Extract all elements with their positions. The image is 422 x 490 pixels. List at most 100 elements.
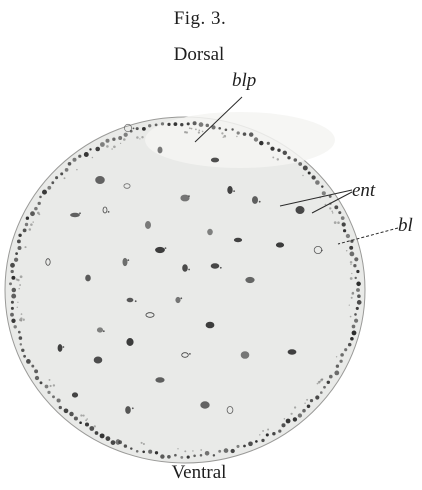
rim-granule — [277, 158, 279, 160]
label-ent: ent — [352, 180, 375, 202]
rim-cell — [348, 343, 352, 347]
rim-cell — [286, 419, 291, 424]
rim-cell — [74, 416, 78, 420]
rim-cell — [311, 175, 315, 179]
internal-cell — [116, 440, 120, 445]
rim-cell — [353, 264, 356, 267]
rim-cell — [187, 122, 190, 125]
rim-granule — [21, 313, 23, 315]
rim-granule — [18, 288, 19, 289]
rim-cell — [213, 454, 215, 456]
rim-cell — [84, 152, 89, 157]
rim-granule — [113, 145, 116, 148]
rim-cell — [130, 447, 132, 449]
rim-granule — [351, 297, 353, 299]
rim-granule — [80, 414, 82, 416]
rim-cell — [38, 202, 41, 205]
rim-cell — [261, 439, 264, 442]
rim-cell — [338, 211, 341, 214]
rim-granule — [321, 379, 322, 380]
rim-cell — [236, 445, 239, 448]
rim-granule — [85, 419, 87, 421]
rim-granule — [17, 279, 19, 281]
rim-cell — [293, 417, 297, 421]
rim-granule — [76, 169, 78, 171]
rim-cell — [356, 288, 360, 292]
rim-cell — [283, 151, 287, 155]
rim-cell — [160, 454, 164, 458]
rim-cell — [243, 132, 247, 136]
internal-cell — [296, 206, 305, 213]
rim-cell — [254, 137, 258, 141]
rim-cell — [19, 336, 23, 340]
rim-cell — [85, 422, 89, 426]
rim-cell — [340, 353, 344, 357]
rim-cell — [167, 123, 170, 126]
rim-cell — [354, 257, 358, 261]
rim-granule — [50, 385, 52, 387]
rim-granule — [224, 135, 227, 138]
rim-cell — [342, 222, 346, 226]
rim-granule — [350, 264, 351, 265]
rim-cell — [231, 128, 233, 130]
rim-cell — [47, 391, 50, 394]
rim-cell — [277, 149, 280, 152]
rim-granule — [32, 221, 33, 222]
internal-cell — [158, 147, 162, 153]
rim-granule — [302, 175, 303, 176]
rim-cell — [341, 216, 345, 220]
rim-cell — [20, 343, 22, 345]
rim-cell — [124, 133, 128, 137]
rim-granule — [20, 275, 23, 278]
rim-cell — [40, 381, 43, 384]
rim-cell — [11, 307, 14, 310]
rim-cell — [224, 448, 229, 453]
rim-cell — [350, 252, 355, 257]
rim-granule — [29, 228, 32, 231]
rim-granule — [106, 145, 109, 148]
rim-granule — [111, 148, 113, 150]
rim-cell — [11, 319, 15, 323]
rim-cell — [23, 355, 26, 358]
rim-cell — [307, 405, 311, 409]
rim-granule — [64, 177, 66, 179]
rim-granule — [202, 131, 204, 133]
rim-cell — [322, 191, 326, 195]
rim-cell — [112, 138, 115, 141]
rim-cell — [344, 348, 347, 351]
rim-granule — [336, 356, 337, 357]
rim-cell — [31, 365, 34, 368]
rim-cell — [243, 445, 246, 448]
rim-cell — [199, 122, 204, 127]
rim-granule — [284, 418, 286, 420]
rim-cell — [349, 246, 353, 250]
rim-cell — [18, 331, 21, 334]
rim-cell — [52, 395, 55, 398]
rim-cell — [18, 234, 21, 237]
rim-cell — [320, 391, 323, 394]
rim-cell — [302, 409, 306, 413]
rim-cell — [47, 186, 51, 190]
rim-cell — [14, 258, 18, 262]
rim-granule — [24, 246, 26, 248]
rim-cell — [11, 276, 15, 280]
rim-cell — [180, 123, 183, 126]
internal-cell — [246, 277, 254, 282]
rim-cell — [354, 313, 357, 316]
rim-cell — [39, 196, 42, 199]
internal-cell — [201, 402, 210, 409]
rim-granule — [30, 223, 33, 226]
rim-cell — [60, 172, 63, 175]
rim-granule — [259, 434, 260, 435]
internal-cell — [72, 393, 77, 397]
rim-cell — [15, 252, 18, 255]
internal-cell — [241, 352, 249, 359]
rim-granule — [136, 136, 139, 139]
rim-cell — [327, 381, 330, 384]
rim-granule — [53, 384, 55, 386]
rim-cell — [329, 375, 333, 379]
rim-cell — [278, 429, 281, 432]
rim-cell — [218, 450, 221, 453]
blastopore-cap — [145, 112, 335, 168]
rim-cell — [193, 121, 197, 125]
